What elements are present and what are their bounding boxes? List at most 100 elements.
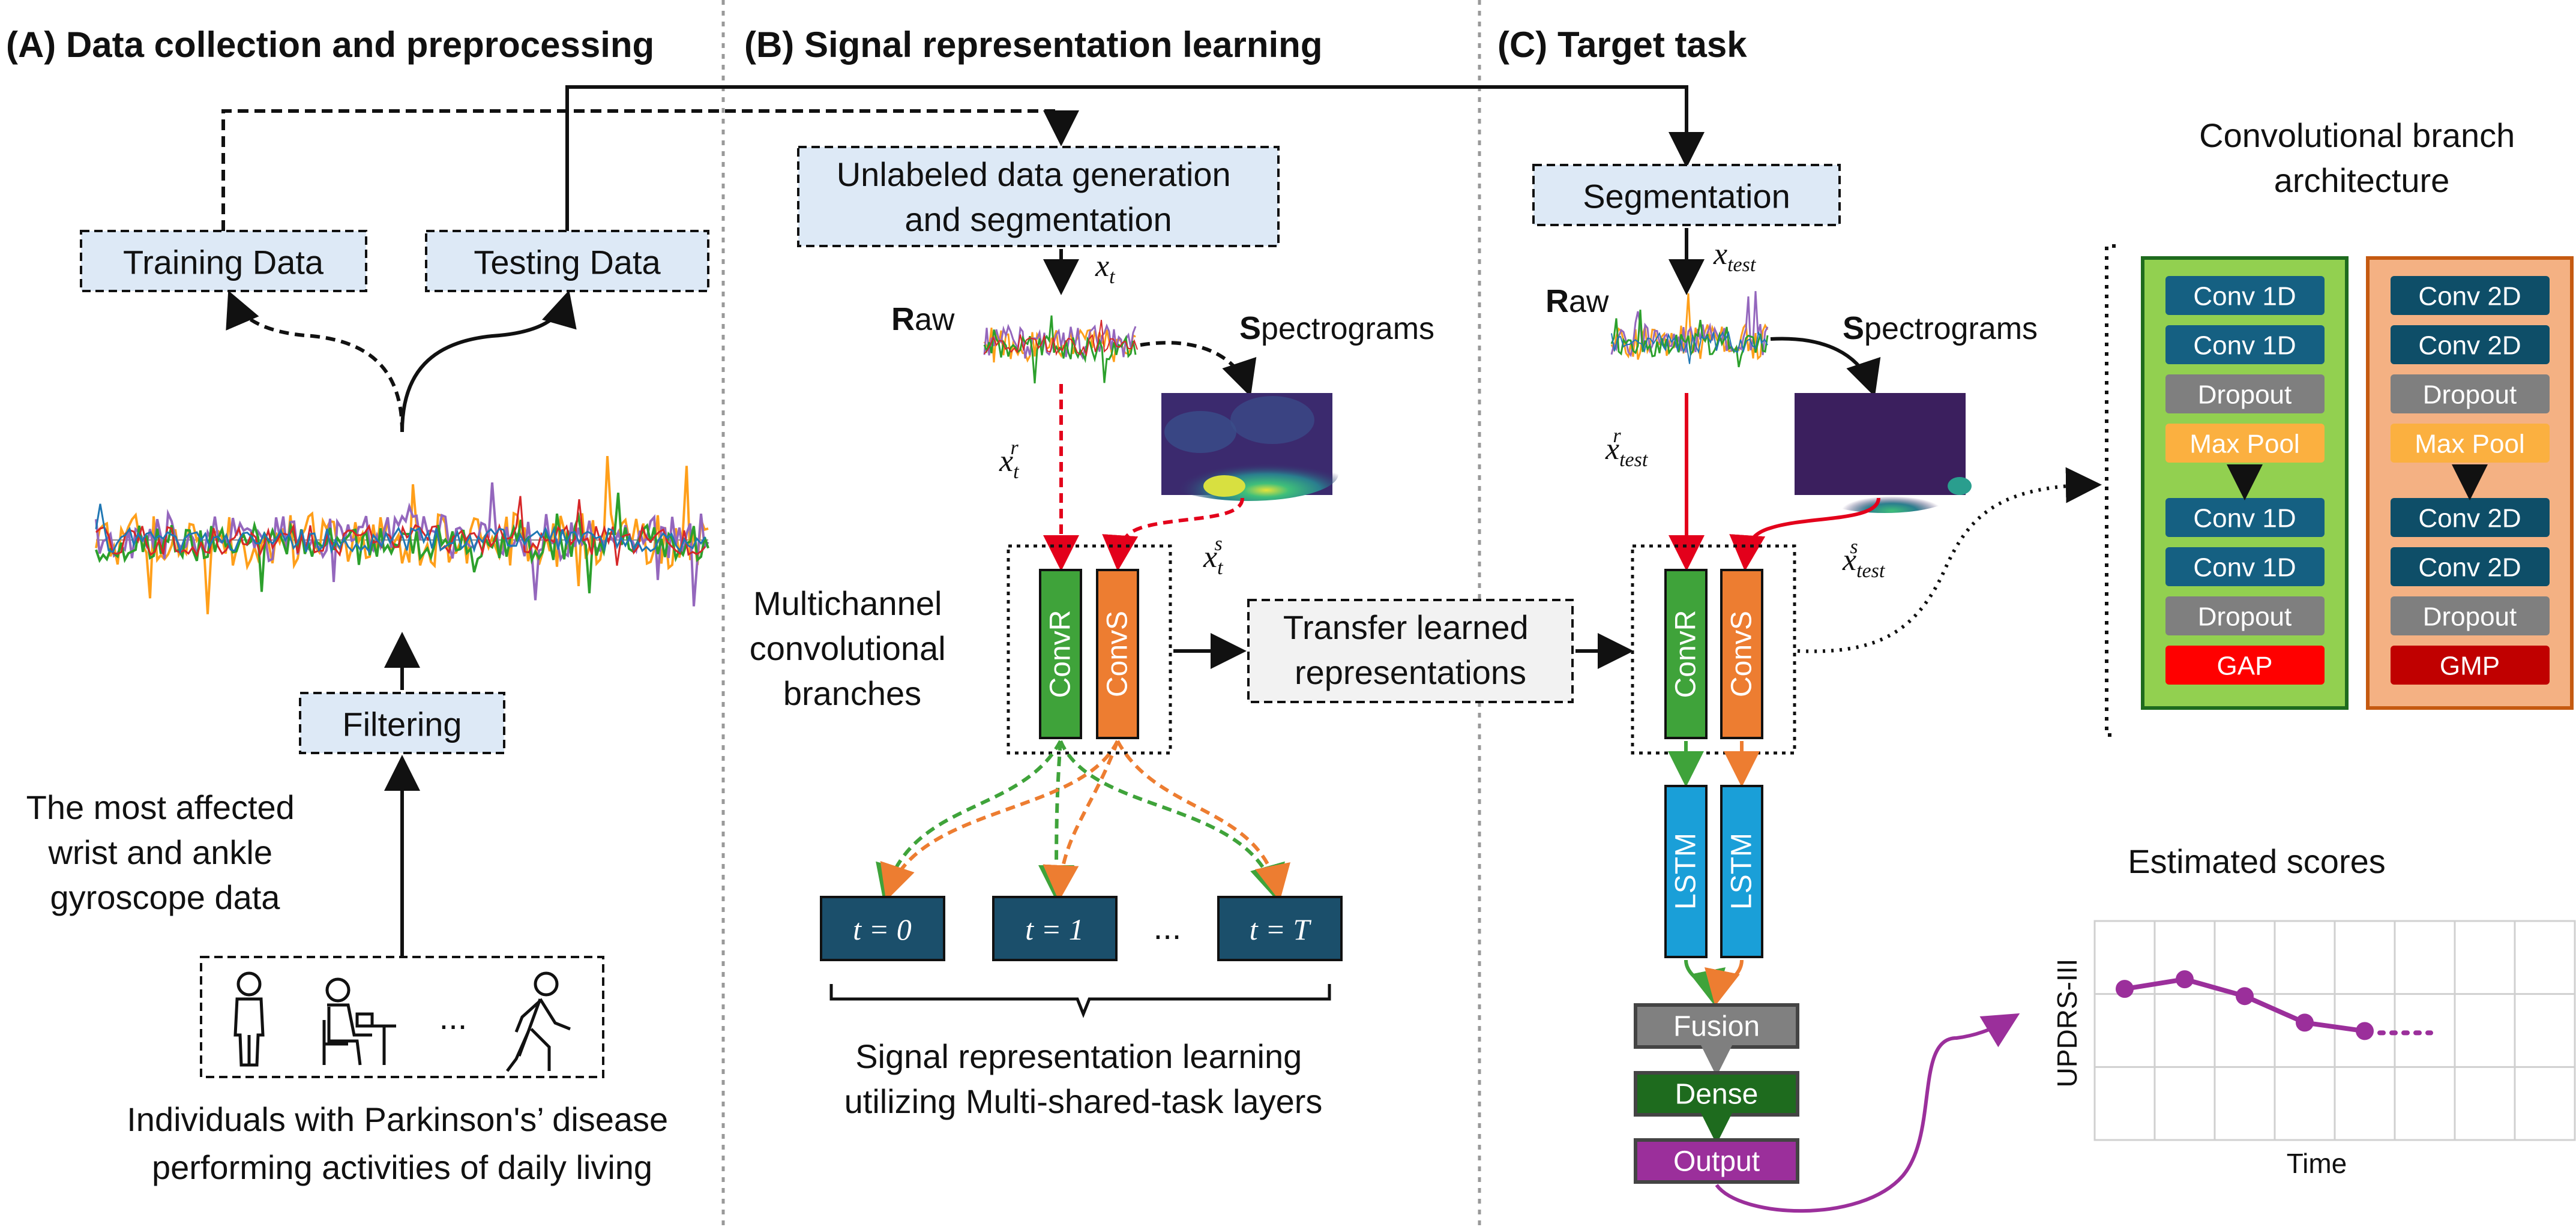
architecture-bracket bbox=[2105, 244, 2116, 737]
arrow-output-to-scores bbox=[1715, 1013, 2020, 1213]
activities-ellipsis: ... bbox=[439, 998, 468, 1036]
filtering-label: Filtering bbox=[342, 706, 462, 743]
branch-1d-layer-7 bbox=[2165, 646, 2325, 685]
panel-b: Unlabeled data generation and segmentati… bbox=[750, 146, 1634, 1120]
branch-2d-layer-label-7: GMP bbox=[2440, 652, 2500, 681]
spectrogram-c bbox=[1795, 393, 1972, 513]
branch-2d-layer-label-3: Max Pool bbox=[2415, 430, 2524, 459]
score-point-1 bbox=[2176, 970, 2194, 989]
branch-2d-layer-label-0: Conv 2D bbox=[2418, 282, 2521, 311]
gyro-caption: The most affected wrist and ankle gyrosc… bbox=[26, 788, 304, 916]
convs-label-c: ConvS bbox=[1726, 611, 1758, 697]
score-point-3 bbox=[2296, 1013, 2314, 1032]
branch-2d-layer-label-1: Conv 2D bbox=[2418, 331, 2521, 361]
branch-1d-layer-label-4: Conv 1D bbox=[2193, 504, 2296, 533]
arrow-to-architecture bbox=[1797, 467, 2102, 653]
x-test-s-label: xtests bbox=[1842, 536, 1886, 582]
estimated-title: Estimated scores bbox=[2128, 842, 2386, 880]
raw-signal-b bbox=[983, 315, 1138, 384]
estimated-scores-chart: Estimated scores UPDRS-III Time bbox=[2051, 842, 2576, 1179]
branch-1d-layer-5 bbox=[2165, 547, 2325, 586]
branch-1d-layer-0 bbox=[2165, 276, 2325, 315]
branch-2d-layer-6 bbox=[2391, 596, 2550, 635]
panel-c: Segmentation xtest Raw Spectrograms xtes… bbox=[1532, 164, 2102, 1213]
unlabeled-data-label: Unlabeled data generation and segmentati… bbox=[837, 155, 1241, 238]
branch-2d-layer-label-4: Conv 2D bbox=[2418, 504, 2521, 533]
raw-signal-c bbox=[1610, 291, 1769, 368]
lstm-label-1: LSTM bbox=[1670, 833, 1702, 910]
branch-2d-layer-label-6: Dropout bbox=[2423, 602, 2517, 632]
branch-1d-layer-label-6: Dropout bbox=[2198, 602, 2292, 632]
architecture-title: Convolutional branch architecture bbox=[2199, 116, 2524, 199]
spectrogram-b bbox=[1158, 393, 1338, 501]
score-point-0 bbox=[2116, 980, 2134, 998]
tT-box bbox=[1217, 896, 1343, 961]
branch-1d-layer-label-3: Max Pool bbox=[2189, 430, 2299, 459]
training-data-box bbox=[80, 230, 367, 292]
branch-2d-layer-0 bbox=[2391, 276, 2550, 315]
conv-branches-container-c bbox=[1631, 544, 1796, 755]
raw-label-c: Raw bbox=[1545, 283, 1609, 319]
score-line bbox=[2124, 977, 2365, 1034]
t-ellipsis: ... bbox=[1154, 908, 1182, 946]
branch-2d-layer-5 bbox=[2391, 547, 2550, 586]
standing-person-icon bbox=[233, 971, 265, 1067]
panel-a: Training Data Testing Data Filtering The… bbox=[26, 230, 709, 1186]
arrow-raw-to-spectrogram-b bbox=[1140, 341, 1257, 397]
lstm-block-1 bbox=[1664, 785, 1708, 958]
score-point-4 bbox=[2356, 1022, 2374, 1040]
arrow-to-training bbox=[226, 290, 404, 433]
convr-block-c bbox=[1664, 569, 1708, 739]
conv-branches-container-b bbox=[1007, 544, 1172, 755]
segmentation-box bbox=[1532, 164, 1841, 226]
branch-1d-layer-2 bbox=[2165, 374, 2325, 413]
testing-data-box bbox=[425, 230, 709, 292]
segmentation-label: Segmentation bbox=[1583, 178, 1790, 215]
multichannel-label: Multichannel convolutional branches bbox=[750, 584, 955, 712]
t0-box bbox=[820, 896, 945, 961]
gyro-signal-plot bbox=[95, 455, 709, 614]
branch-1d-layer-label-7: GAP bbox=[2217, 652, 2273, 681]
branch-1d-layer-6 bbox=[2165, 596, 2325, 635]
branch-1d-layer-label-1: Conv 1D bbox=[2193, 331, 2296, 361]
arrow-lstm1-to-fusion bbox=[1684, 959, 1726, 1006]
x-t-r-label: xtr bbox=[999, 437, 1020, 483]
arrow-lstm2-to-fusion bbox=[1705, 959, 1744, 1006]
arrow-spec-to-convs bbox=[1102, 497, 1244, 571]
lstm-label-2: LSTM bbox=[1726, 833, 1758, 910]
branch-1d-layer-label-2: Dropout bbox=[2198, 380, 2292, 410]
t1-label: t = 1 bbox=[1025, 913, 1084, 946]
testing-data-label: Testing Data bbox=[474, 244, 661, 281]
branch-2d-layer-3 bbox=[2391, 424, 2550, 463]
spectrograms-label-b: Spectrograms bbox=[1239, 310, 1434, 346]
section-a-title: (A) Data collection and preprocessing bbox=[6, 25, 654, 65]
x-test-r-label: xtestr bbox=[1605, 425, 1649, 471]
x-test-label: xtest bbox=[1713, 237, 1757, 276]
branch-2d-layer-7 bbox=[2391, 646, 2550, 685]
time-axis-label: Time bbox=[2287, 1148, 2347, 1179]
branch-1d-layer-4 bbox=[2165, 498, 2325, 537]
arrow-spec-to-convs-c bbox=[1729, 497, 1880, 571]
arrow-raw-to-spectrogram-c bbox=[1770, 337, 1881, 397]
arrow-to-testing bbox=[400, 290, 577, 433]
raw-label-b: Raw bbox=[891, 301, 955, 337]
sitting-person-icon bbox=[322, 977, 396, 1066]
dense-label: Dense bbox=[1675, 1079, 1759, 1111]
t0-label: t = 0 bbox=[853, 913, 912, 946]
task-brace bbox=[829, 984, 1331, 1018]
transfer-label: Transfer learned representations bbox=[1283, 608, 1538, 691]
x-t-label: xt bbox=[1095, 249, 1116, 288]
output-label: Output bbox=[1673, 1146, 1760, 1178]
branch-2d-layer-label-2: Dropout bbox=[2423, 380, 2517, 410]
individuals-caption: Individuals with Parkinson's’ disease pe… bbox=[127, 1100, 678, 1186]
convs-block-c bbox=[1720, 569, 1763, 739]
x-t-s-label: xts bbox=[1203, 533, 1224, 579]
convs-label-b: ConvS bbox=[1102, 611, 1134, 697]
branch-1d-layer-3 bbox=[2165, 424, 2325, 463]
convr-label-c: ConvR bbox=[1670, 610, 1702, 698]
section-c-title: (C) Target task bbox=[1497, 25, 1747, 65]
convr-block-b bbox=[1039, 569, 1082, 739]
transfer-box bbox=[1247, 599, 1574, 703]
filtering-box bbox=[299, 692, 505, 754]
